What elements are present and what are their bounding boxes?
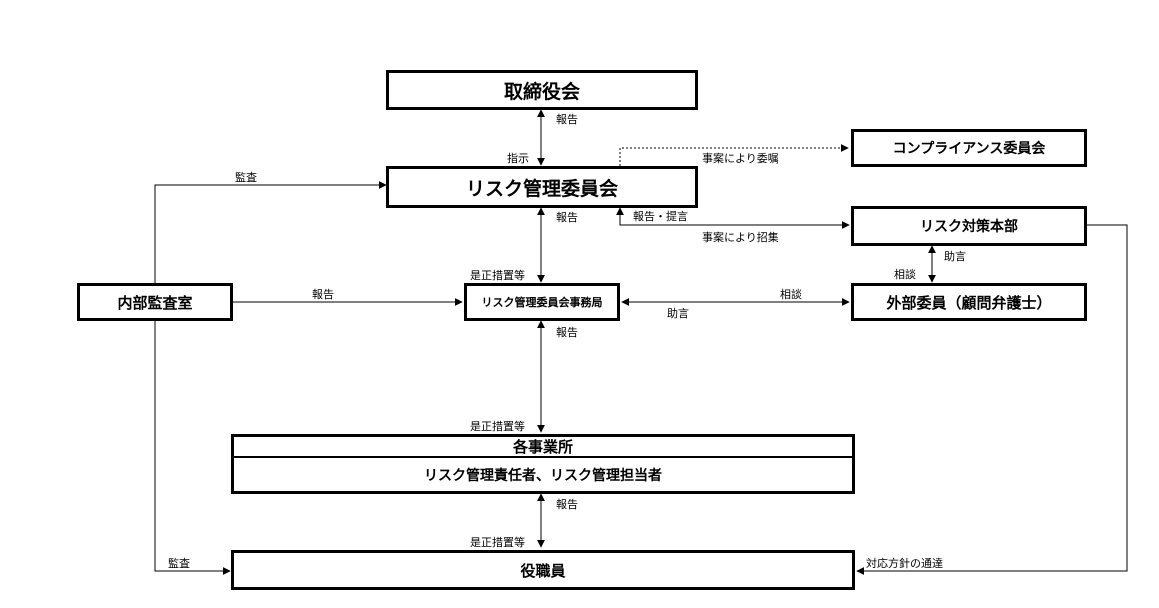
label-report-offices: 報告 [556, 498, 578, 511]
secretariat-box: リスク管理委員会事務局 [464, 283, 620, 321]
offices-subtitle: リスク管理責任者、リスク管理担当者 [424, 467, 662, 484]
label-instruct: 指示 [507, 152, 529, 165]
label-entrust: 事案により委嘱 [702, 152, 779, 165]
label-audit-staff: 監査 [168, 557, 190, 570]
connector-audit-committee [154, 181, 387, 283]
connector-audit-staff [154, 321, 231, 575]
connector-hq-staff [856, 224, 1128, 575]
label-audit-committee: 監査 [235, 171, 257, 184]
label-correct-secretariat: 是正措置等 [470, 269, 525, 282]
external-committee-box: 外部委員（顧問弁護士） [851, 283, 1087, 321]
risk-hq-box: リスク対策本部 [851, 206, 1087, 246]
label-report-audit: 報告 [312, 288, 334, 301]
label-advice-external: 助言 [667, 307, 689, 320]
label-consult-hq: 相談 [894, 268, 916, 281]
connector-committee-hq [616, 207, 850, 229]
label-report-propose: 報告・提言 [633, 210, 688, 223]
compliance-committee-box: コンプライアンス委員会 [851, 129, 1087, 167]
label-correct-offices: 是正措置等 [470, 420, 525, 433]
label-convene: 事案により招集 [702, 231, 779, 244]
label-correct-staff: 是正措置等 [470, 536, 525, 549]
internal-audit-box: 内部監査室 [77, 283, 233, 321]
label-advice-hq: 助言 [944, 250, 966, 263]
board-box: 取締役会 [386, 70, 698, 110]
offices-title: 各事業所 [234, 437, 852, 458]
offices-box: 各事業所 リスク管理責任者、リスク管理担当者 [231, 434, 855, 494]
connector-committee-compliance [619, 144, 849, 166]
label-report-committee: 報告 [556, 211, 578, 224]
label-report-secretariat: 報告 [556, 326, 578, 339]
staff-box: 役職員 [231, 550, 855, 590]
label-consult-external: 相談 [780, 288, 802, 301]
label-policy-notice: 対応方針の通達 [866, 557, 943, 570]
risk-committee-box: リスク管理委員会 [386, 166, 698, 208]
label-report-board: 報告 [556, 113, 578, 126]
